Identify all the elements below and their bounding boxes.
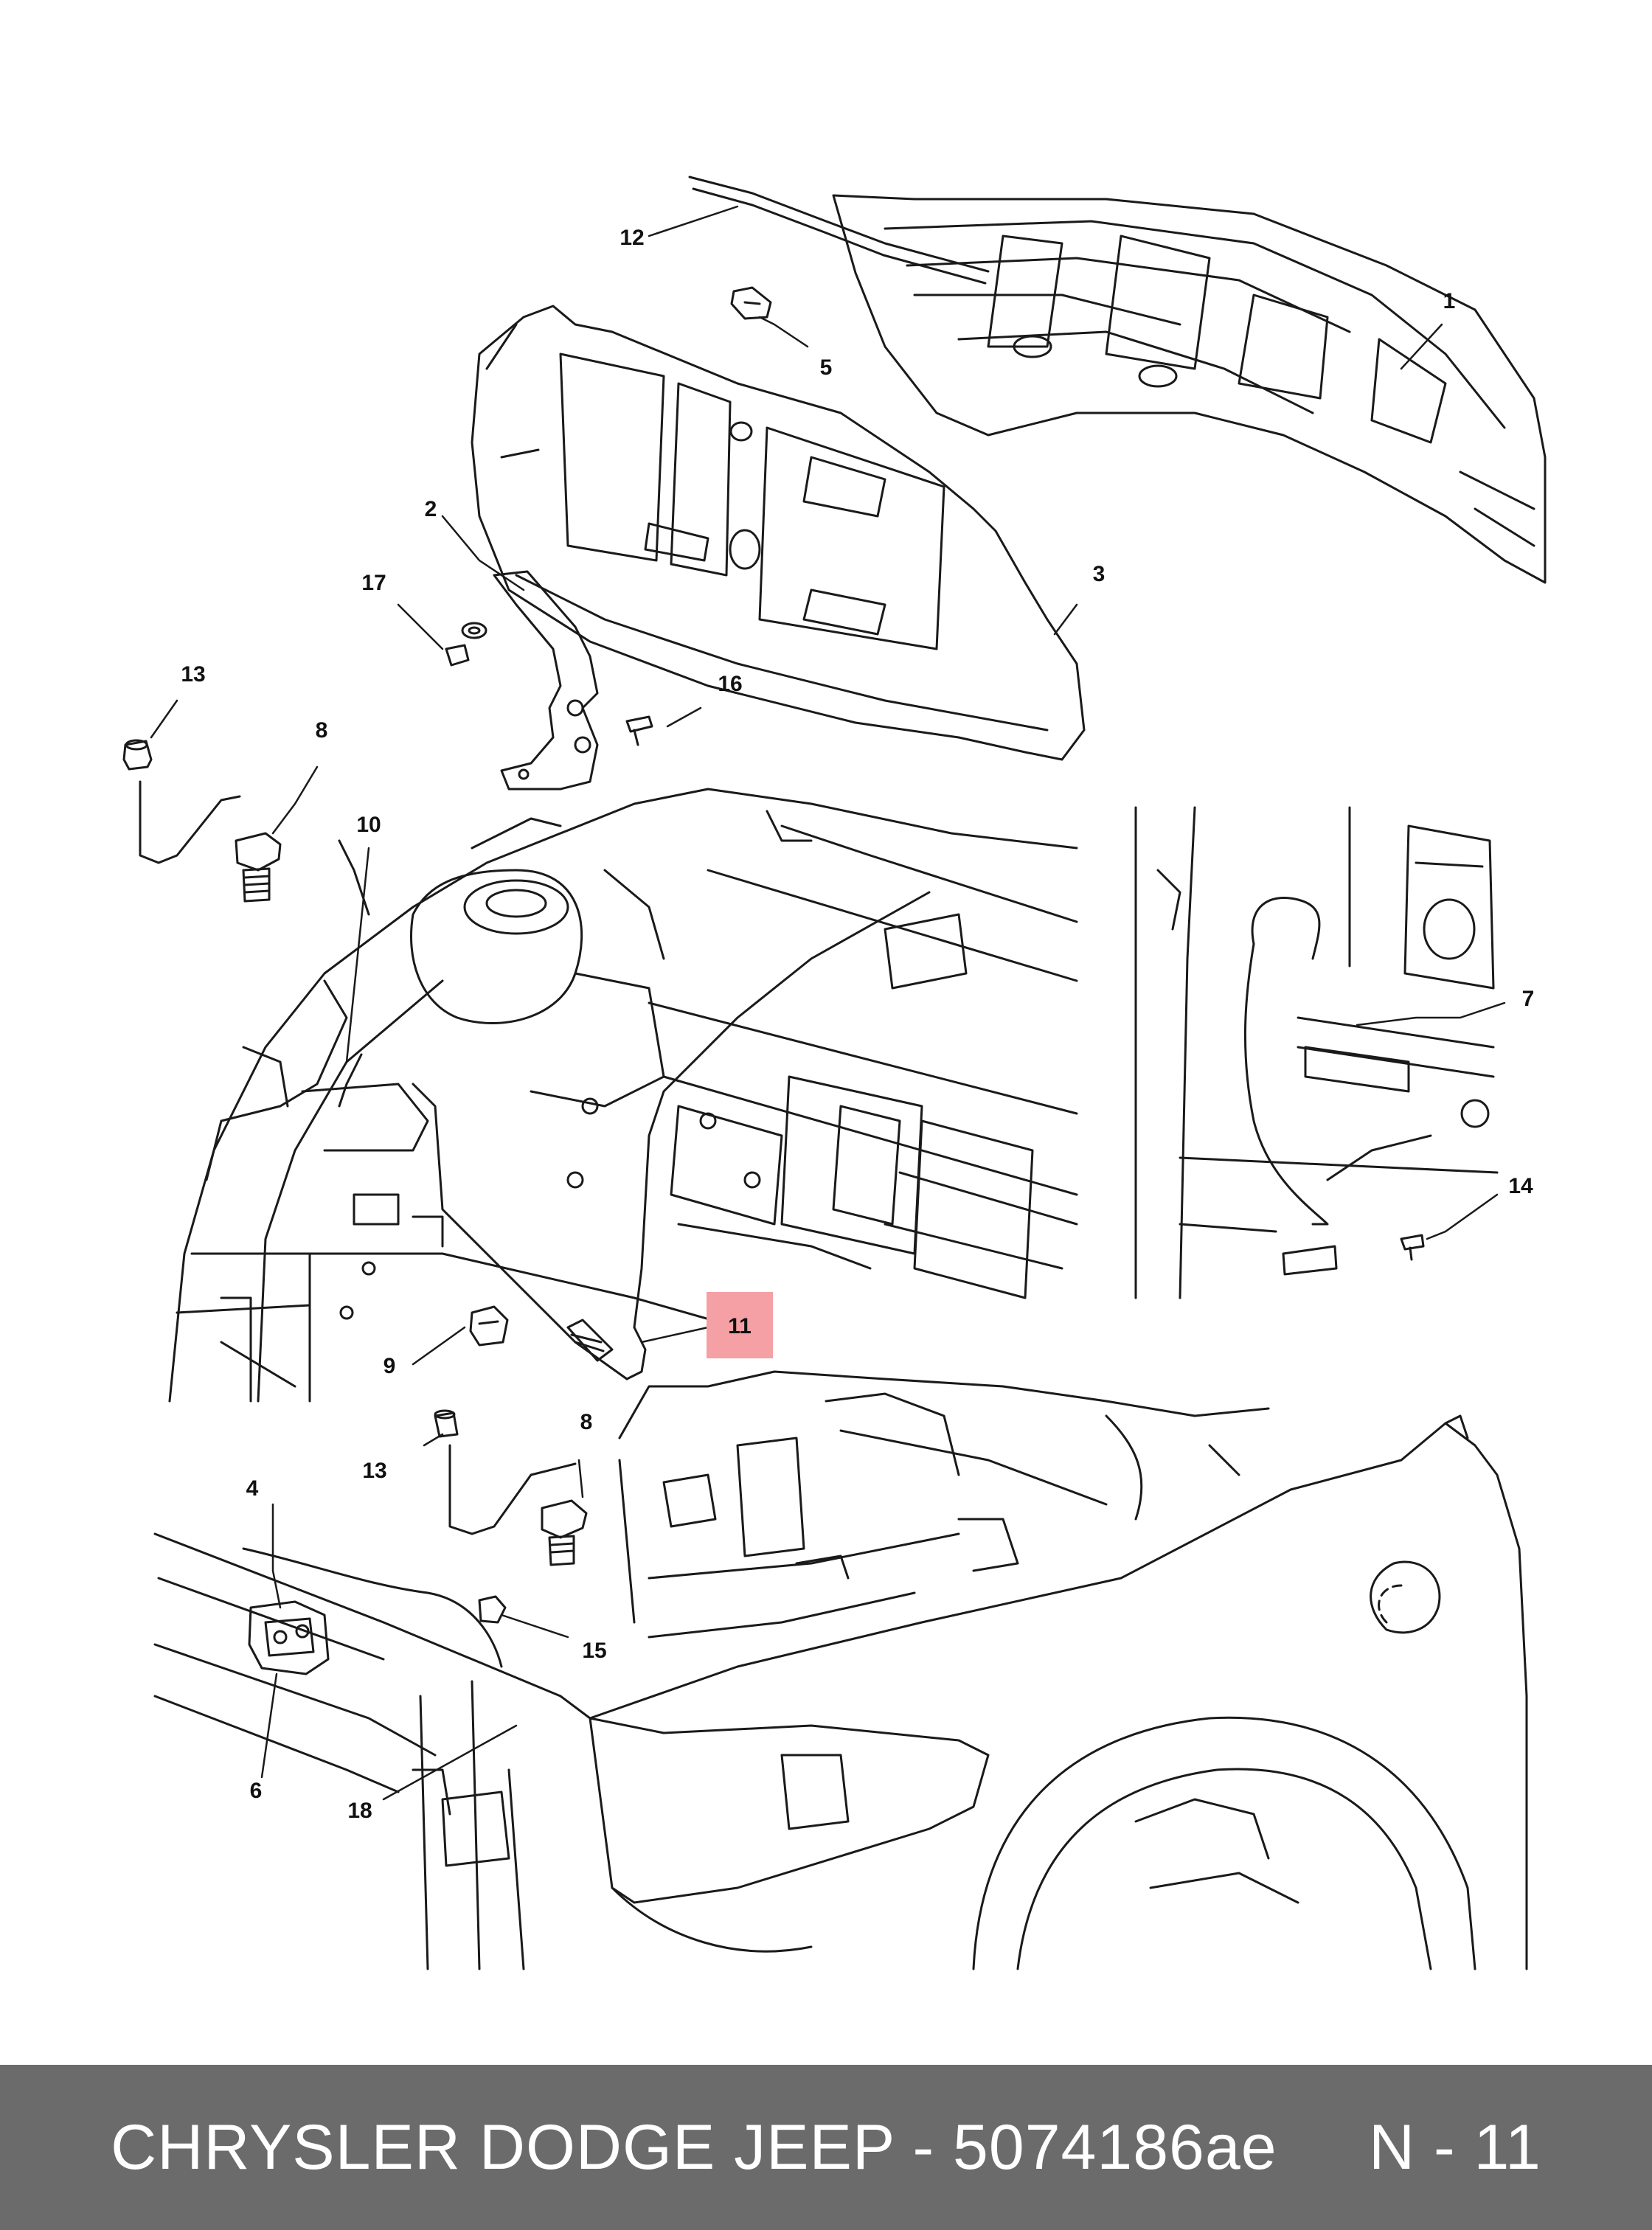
callout-13-upper: 13 xyxy=(181,662,205,687)
parts-diagram: 1 2 3 4 5 6 7 8 8 9 10 11 12 13 13 14 15… xyxy=(122,176,1547,1970)
callout-6: 6 xyxy=(250,1779,263,1803)
nut-part xyxy=(445,622,487,667)
footer-caption: CHRYSLER DODGE JEEP - 5074186ae N - 11 xyxy=(111,2111,1541,2183)
weatherstrip-part xyxy=(688,176,990,285)
engine-bay-scene xyxy=(168,788,1078,1403)
callout-14: 14 xyxy=(1508,1174,1533,1198)
retainer-clip-part xyxy=(478,1595,507,1624)
callout-5: 5 xyxy=(820,355,833,380)
stud-part-lower xyxy=(448,1444,588,1566)
inset-scene xyxy=(1134,806,1499,1299)
footer-bar: CHRYSLER DODGE JEEP - 5074186ae N - 11 xyxy=(0,2065,1652,2230)
callout-18: 18 xyxy=(347,1799,372,1823)
callout-4: 4 xyxy=(246,1476,259,1501)
release-cable-part xyxy=(412,891,931,1380)
callout-10: 10 xyxy=(356,813,381,837)
bumper-part-lower xyxy=(434,1409,459,1438)
prop-rod-part xyxy=(338,1053,363,1108)
callout-11-highlight xyxy=(707,1292,773,1358)
bolt-part xyxy=(625,715,653,746)
clip-part xyxy=(730,286,772,320)
hood-insulator-part xyxy=(471,305,1086,761)
bumper-part-upper xyxy=(122,739,153,771)
callout-15: 15 xyxy=(582,1639,606,1663)
callout-8-lower: 8 xyxy=(580,1410,593,1434)
front-end-scene xyxy=(153,1370,1528,1970)
hood-hinge-part xyxy=(493,570,599,791)
hood-part xyxy=(832,194,1547,584)
callout-1: 1 xyxy=(1443,289,1456,313)
screw-part xyxy=(1400,1234,1425,1261)
callout-16: 16 xyxy=(718,672,742,696)
callout-2: 2 xyxy=(425,497,437,521)
callout-labels: 1 2 3 4 5 6 7 8 8 9 10 11 12 13 13 14 15… xyxy=(181,226,1534,1823)
callout-13-lower: 13 xyxy=(362,1459,386,1483)
callout-17: 17 xyxy=(361,571,386,595)
cable-clip-part xyxy=(469,1305,509,1347)
hood-latch-part xyxy=(248,1600,330,1675)
callout-3: 3 xyxy=(1093,562,1106,586)
leader-lines xyxy=(150,205,1506,1801)
callout-11: 11 xyxy=(728,1314,752,1338)
callout-7: 7 xyxy=(1522,987,1535,1011)
callout-8-upper: 8 xyxy=(316,718,328,743)
callout-12: 12 xyxy=(620,226,644,250)
callout-9: 9 xyxy=(384,1354,396,1378)
stud-part-upper xyxy=(139,780,282,903)
